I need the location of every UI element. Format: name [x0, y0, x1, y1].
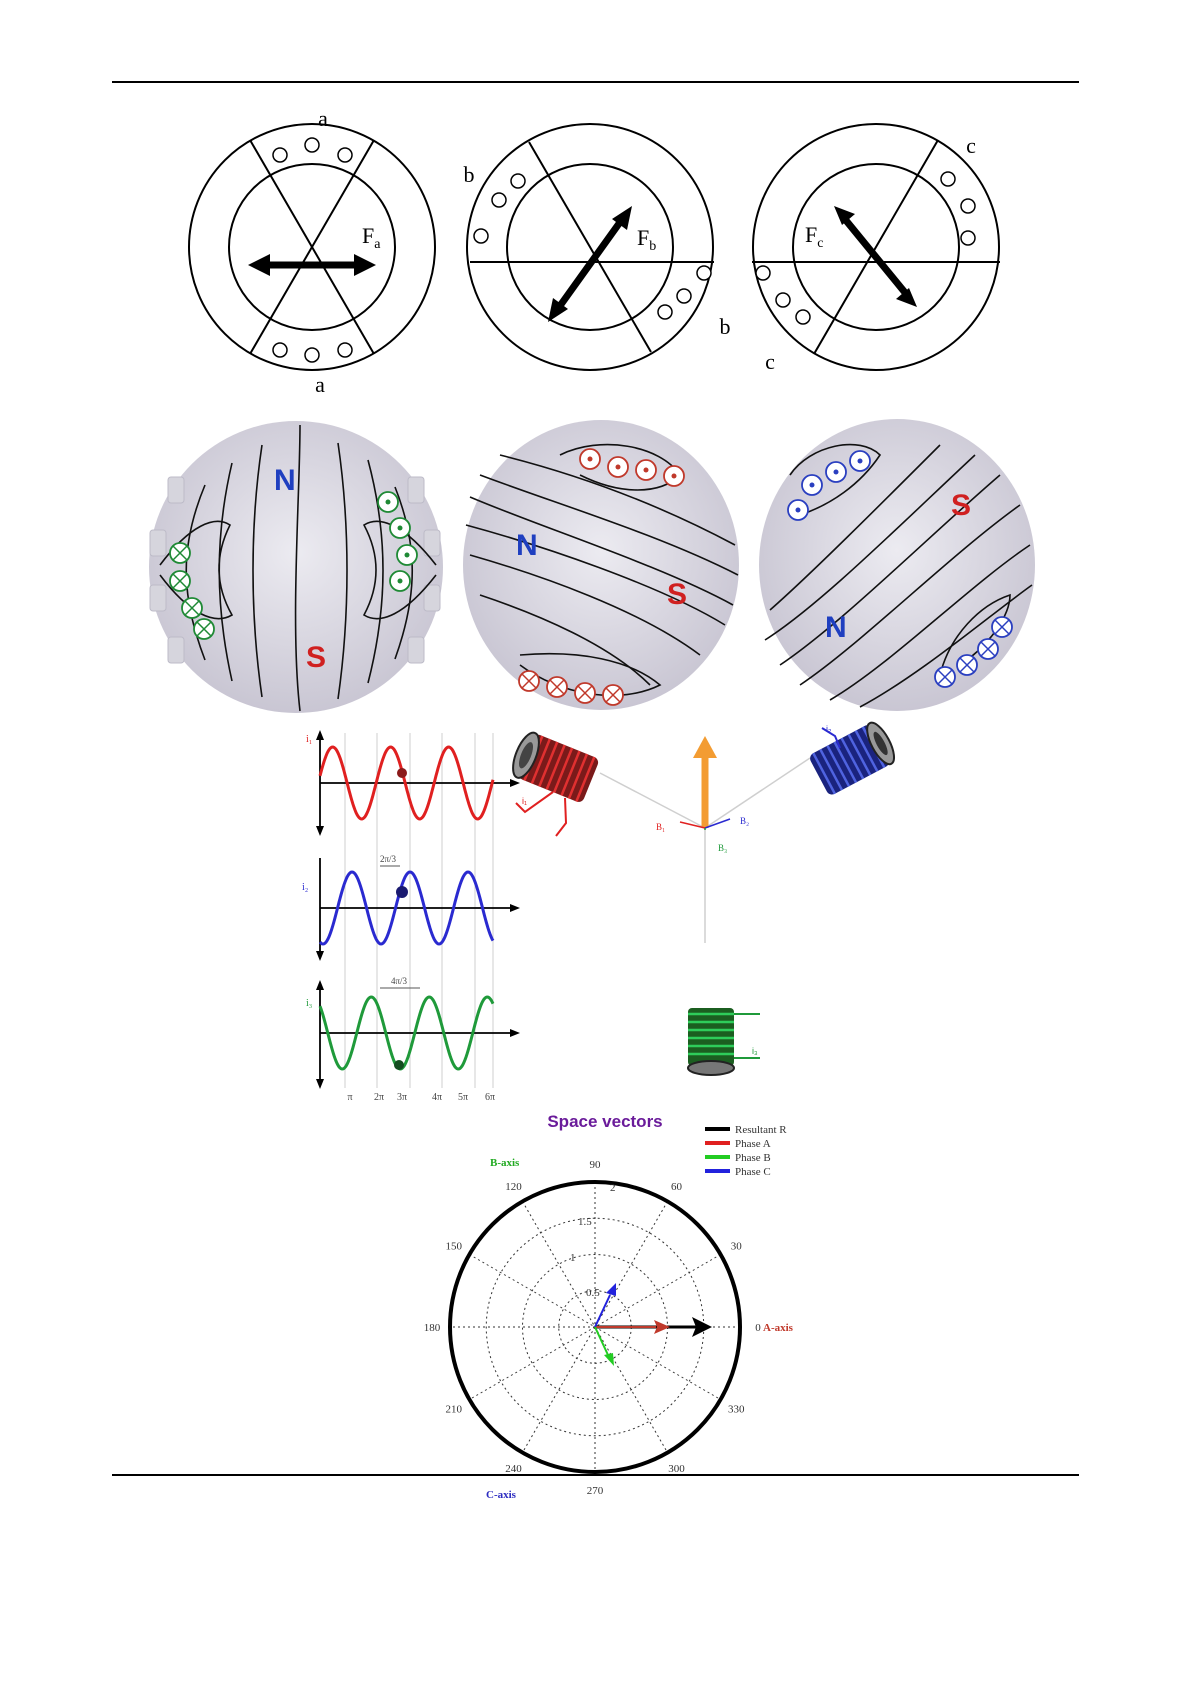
- svg-text:5π: 5π: [458, 1092, 468, 1103]
- coil-1: [508, 729, 600, 803]
- c-axis-label: C-axis: [486, 1489, 517, 1501]
- coil-3: [688, 1008, 760, 1075]
- mmf-label-b: Fb: [637, 225, 656, 254]
- polar-angle-label: 150: [446, 1241, 463, 1253]
- polar-angle-label: 60: [671, 1181, 683, 1193]
- phase-3-marker: [394, 1060, 404, 1070]
- coil-current-label-2: i₂: [826, 724, 832, 734]
- phase-2-marker: [396, 886, 408, 898]
- phase-label-a-bottom: a: [315, 372, 325, 397]
- polar-angle-label: 300: [668, 1463, 685, 1475]
- polar-radial-labels: 0.5 1 1.5 2: [570, 1182, 616, 1299]
- polar-vectors: [595, 1283, 712, 1366]
- stator-diagram-c: [752, 124, 1000, 370]
- phase-1-marker: [397, 768, 407, 778]
- magnetic-field-diagrams: N S N S: [0, 415, 1192, 715]
- svg-text:2: 2: [610, 1182, 616, 1194]
- polar-angle-label: 240: [505, 1463, 522, 1475]
- phase-shift-markers: [380, 866, 420, 988]
- polar-angle-label: 330: [728, 1404, 745, 1416]
- field-diagram-3: N S: [759, 419, 1035, 711]
- field-diagram-2: N S: [463, 420, 739, 710]
- pole-n-2: N: [516, 529, 538, 562]
- stator-phase-diagrams: a a b b c c Fa Fb Fc: [0, 90, 1192, 470]
- waveform-x-ticks: π 2π 3π 4π 5π 6π: [347, 1092, 495, 1103]
- top-rule: [112, 81, 1079, 83]
- polar-angle-label: 180: [424, 1322, 441, 1334]
- b-axis-label: B-axis: [490, 1157, 520, 1169]
- svg-text:6π: 6π: [485, 1092, 495, 1103]
- phase-label-c-bottom: c: [765, 349, 775, 374]
- polar-angle-labels: 0 30 60 90 120 150 180 210 240 270 300 330: [424, 1159, 762, 1497]
- legend-phase-a: Phase A: [735, 1138, 771, 1150]
- pole-n-1: N: [274, 464, 296, 497]
- svg-text:1: 1: [570, 1252, 576, 1264]
- svg-text:2π: 2π: [374, 1092, 384, 1103]
- field-diagram-1: N S: [149, 421, 443, 713]
- phase-label-b-top: b: [464, 162, 475, 187]
- current-label-3: i₃: [306, 998, 312, 1009]
- polar-angle-label: 270: [587, 1485, 604, 1497]
- svg-text:3π: 3π: [397, 1092, 407, 1103]
- polar-angle-label: 210: [446, 1404, 463, 1416]
- coil-current-label-3: i₃: [752, 1046, 758, 1056]
- vector-label-2: B₂: [740, 816, 749, 826]
- current-label-2: i₂: [302, 882, 308, 893]
- current-label-1: i₁: [306, 734, 312, 745]
- legend-phase-c: Phase C: [735, 1166, 771, 1178]
- pole-s-1: S: [306, 641, 326, 674]
- legend-resultant: Resultant R: [735, 1124, 787, 1136]
- vector-label-1: B₁: [656, 822, 665, 832]
- polar-legend: Resultant R Phase A Phase B Phase C: [705, 1124, 787, 1178]
- mmf-label-a: Fa: [362, 223, 381, 252]
- polar-angle-label: 90: [590, 1159, 602, 1171]
- coil-current-label-1: i₁: [522, 796, 527, 806]
- svg-text:0.5: 0.5: [586, 1287, 600, 1299]
- svg-text:π: π: [347, 1092, 352, 1103]
- phase-label-b-bottom: b: [720, 314, 731, 339]
- stator-diagram-a: [189, 124, 435, 370]
- a-axis-label: A-axis: [763, 1322, 794, 1334]
- pole-s-3: S: [951, 489, 971, 522]
- pole-n-3: N: [825, 611, 847, 644]
- svg-text:1.5: 1.5: [578, 1216, 592, 1228]
- stator-diagram-b: [467, 124, 714, 370]
- phase-label-a-top: a: [318, 106, 328, 131]
- polar-title: Space vectors: [547, 1112, 662, 1131]
- vector-label-3: B₃: [718, 843, 727, 853]
- phase-shift-label-2: 4π/3: [391, 976, 408, 986]
- polar-angle-label: 30: [731, 1241, 743, 1253]
- phase-shift-label-1: 2π/3: [380, 854, 397, 864]
- coil-2: [808, 719, 899, 797]
- phase-current-diagram: 2π/3 4π/3 π 2π 3π 4π 5π 6π i₁ i₂ i₃ i₁: [0, 718, 1192, 1103]
- mmf-label-c: Fc: [805, 222, 823, 251]
- polar-angle-label: 120: [505, 1181, 522, 1193]
- pole-s-2: S: [667, 578, 687, 611]
- space-vector-polar-plot: Space vectors Resultant R Phase A Phase …: [360, 1103, 860, 1503]
- legend-phase-b: Phase B: [735, 1152, 771, 1164]
- svg-text:4π: 4π: [432, 1092, 442, 1103]
- polar-angle-label: 0: [755, 1322, 761, 1334]
- phase-label-c-top: c: [966, 133, 976, 158]
